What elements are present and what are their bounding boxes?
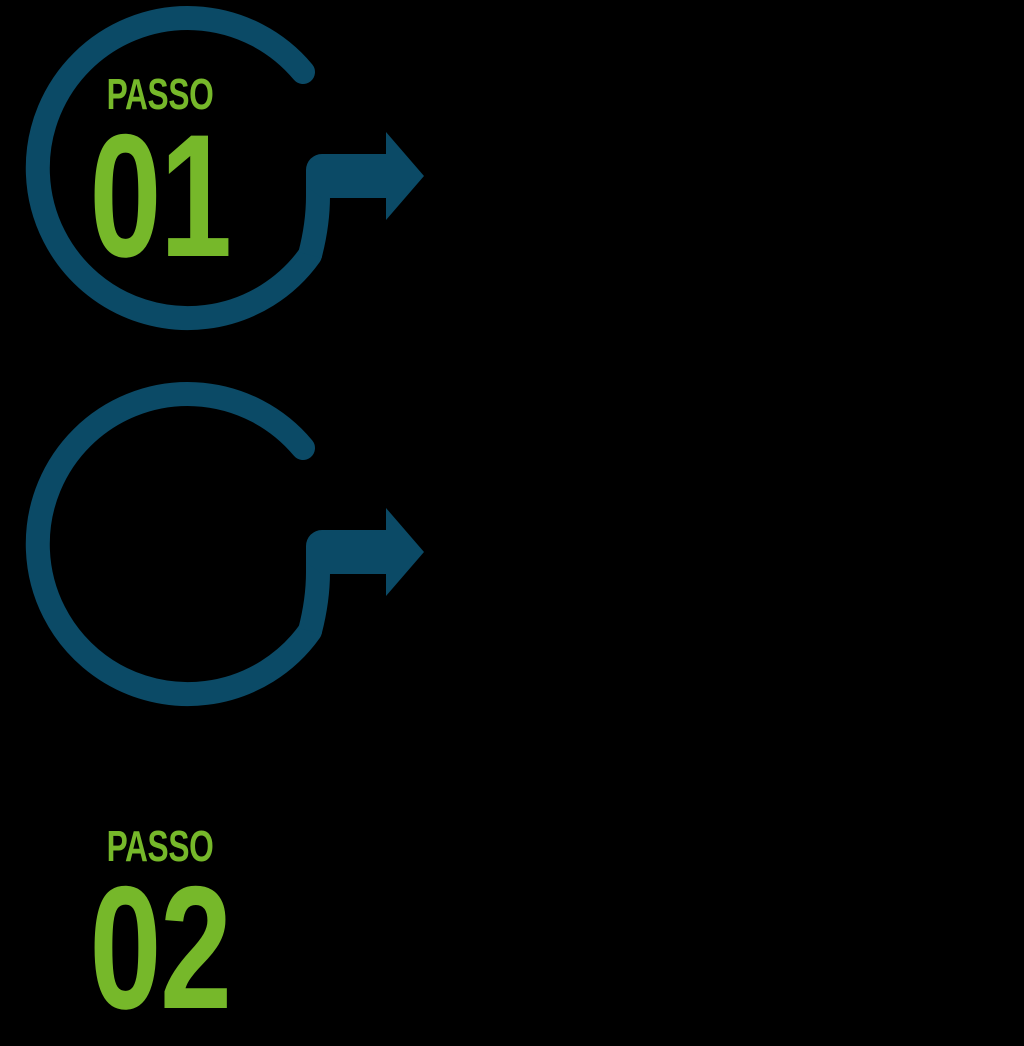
step-02-label-group: PASSO 02: [0, 822, 320, 1046]
ring-arrow-shaft-path: [298, 562, 330, 635]
circular-arrow-ring-icon: [25, 382, 330, 707]
right-arrow-icon: [306, 132, 424, 220]
step-02-number: 02: [89, 851, 232, 1046]
right-arrow-icon: [306, 508, 424, 596]
step-item-01[interactable]: PASSO 01: [0, 0, 440, 356]
ring-arc-path: [25, 6, 322, 331]
arrow-head-path: [306, 132, 424, 220]
step-01-ring-and-arrow: [25, 6, 424, 331]
step-02-ring-and-arrow: [25, 382, 424, 707]
step-item-02[interactable]: PASSO 02: [0, 376, 440, 1036]
circular-arrow-ring-icon: [25, 6, 330, 331]
step-02-word: PASSO: [106, 822, 214, 871]
ring-arrow-shaft-path: [298, 186, 330, 259]
infographic-canvas: PASSO 01 PASSO 02: [0, 0, 440, 1036]
ring-arc-path: [25, 382, 322, 707]
arrow-head-path: [306, 508, 424, 596]
